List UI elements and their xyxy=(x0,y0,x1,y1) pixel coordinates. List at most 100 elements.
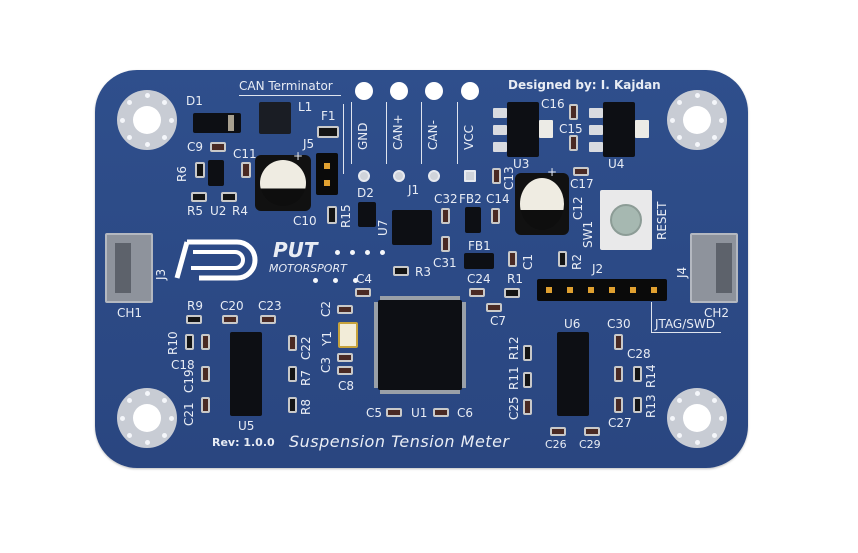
electrolytic-cap-c12 xyxy=(515,173,569,235)
button-cap[interactable] xyxy=(610,204,642,236)
res-r8 xyxy=(288,397,297,413)
cap-c15 xyxy=(569,135,578,151)
ref-c8: C8 xyxy=(338,379,355,393)
cap-c3 xyxy=(337,353,353,362)
connector-ch1[interactable] xyxy=(105,233,153,303)
cap-c2 xyxy=(337,305,353,314)
ref-r9: R9 xyxy=(187,299,203,313)
res-r12 xyxy=(523,345,532,361)
ferrite-fb2 xyxy=(465,207,481,233)
crystal-y1 xyxy=(338,322,358,348)
ref-u2: U2 xyxy=(210,204,227,218)
res-r5 xyxy=(191,192,207,202)
cap-c32 xyxy=(441,208,450,224)
ref-d1: D1 xyxy=(186,94,203,108)
ref-c1: C1 xyxy=(521,253,535,270)
ref-j1: J1 xyxy=(408,183,420,197)
cap-c18 xyxy=(201,334,210,350)
res-r6 xyxy=(195,162,205,178)
ref-r10: R10 xyxy=(166,331,180,355)
res-r1 xyxy=(504,288,520,298)
diode-d2 xyxy=(358,202,376,227)
ref-r1: R1 xyxy=(507,272,523,286)
ref-c10: C10 xyxy=(293,214,317,228)
terminal-gnd[interactable] xyxy=(355,82,373,100)
via xyxy=(365,250,370,255)
silk-line xyxy=(343,104,344,174)
cap-c26 xyxy=(550,427,566,436)
res-r7 xyxy=(288,366,297,382)
ref-j5: J5 xyxy=(303,137,315,151)
pad xyxy=(635,120,649,138)
ref-c29: C29 xyxy=(579,438,601,451)
jumper-j5[interactable] xyxy=(316,153,338,195)
cap-c17 xyxy=(573,167,589,176)
silk-line xyxy=(239,95,341,96)
ref-u3: U3 xyxy=(513,157,530,171)
regulator-u4 xyxy=(603,102,635,157)
res-r15 xyxy=(327,206,337,224)
mounting-hole-top-right xyxy=(667,90,727,150)
ref-j4: J4 xyxy=(675,266,689,278)
jtag-header-j2[interactable] xyxy=(537,279,667,301)
terminal-vcc[interactable] xyxy=(461,82,479,100)
ic-u2 xyxy=(208,160,224,186)
ref-r6: R6 xyxy=(175,166,189,182)
ref-c20: C20 xyxy=(220,299,244,313)
ref-r7: R7 xyxy=(299,370,313,386)
cap-c19 xyxy=(201,366,210,382)
ref-fb1: FB1 xyxy=(468,239,491,253)
ref-c27: C27 xyxy=(608,416,632,430)
pin-label-can-minus: CAN- xyxy=(426,120,440,150)
regulator-u3 xyxy=(507,102,539,157)
pad xyxy=(589,142,603,152)
ref-u1: U1 xyxy=(411,406,428,420)
put-motorsport-logo-icon xyxy=(174,239,258,281)
cap-c4 xyxy=(355,288,371,297)
ref-c26: C26 xyxy=(545,438,567,451)
ref-r15: R15 xyxy=(339,204,353,228)
terminal-can-plus[interactable] xyxy=(390,82,408,100)
ref-r8: R8 xyxy=(299,399,313,415)
silk-line xyxy=(651,302,652,332)
ref-c23: C23 xyxy=(258,299,282,313)
ic-u5 xyxy=(230,332,262,416)
can-terminator-label: CAN Terminator xyxy=(239,79,333,93)
res-r14 xyxy=(633,366,642,382)
terminal-can-minus[interactable] xyxy=(425,82,443,100)
cap-c24 xyxy=(469,288,485,297)
ref-c30: C30 xyxy=(607,317,631,331)
res-r10 xyxy=(185,334,194,350)
pad xyxy=(493,108,507,118)
res-r13 xyxy=(633,397,642,413)
ref-c6: C6 xyxy=(457,406,474,420)
mounting-hole-bottom-right xyxy=(667,388,727,448)
ch2-label: CH2 xyxy=(704,306,730,320)
reset-button[interactable] xyxy=(600,190,652,250)
ref-sw1: SW1 xyxy=(581,220,595,248)
ref-l1: L1 xyxy=(298,100,313,114)
ref-c11: C11 xyxy=(233,147,257,161)
cap-c14 xyxy=(491,208,500,224)
ref-c7: C7 xyxy=(490,314,507,328)
connector-ch2[interactable] xyxy=(690,233,738,303)
mcu-u1 xyxy=(378,300,462,390)
pin-label-can-plus: CAN+ xyxy=(391,114,405,150)
ref-c5: C5 xyxy=(366,406,383,420)
ref-r14: R14 xyxy=(644,364,658,388)
ref-c21: C21 xyxy=(182,402,196,426)
ref-c31: C31 xyxy=(433,256,457,270)
cap-c9 xyxy=(210,142,226,152)
ref-r11: R11 xyxy=(507,366,521,390)
res-r3 xyxy=(393,266,409,276)
cap-c5 xyxy=(386,408,402,417)
via xyxy=(313,278,318,283)
ref-c12: C12 xyxy=(571,196,585,220)
via xyxy=(353,278,358,283)
via xyxy=(380,250,385,255)
cap-c6 xyxy=(433,408,449,417)
ref-c28: C28 xyxy=(627,347,651,361)
silk-line xyxy=(421,102,422,164)
pad xyxy=(493,125,507,135)
cap-c20 xyxy=(222,315,238,324)
